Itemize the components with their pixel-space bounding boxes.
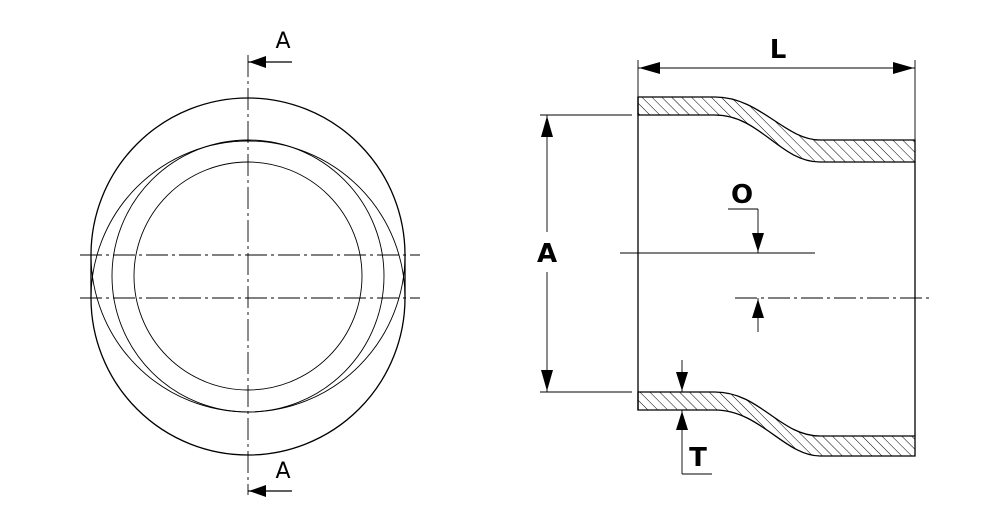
section-label-bottom: A <box>275 459 290 484</box>
dim-a-arrow-bottom <box>541 370 553 391</box>
dim-o-label: O <box>731 180 753 210</box>
section-arrow-bottom-head <box>249 485 266 497</box>
dim-l-arrow-right <box>893 62 914 74</box>
dim-o-arrow-bottom <box>752 299 764 318</box>
top-wall-section <box>637 96 916 163</box>
dim-l-arrow-left <box>639 62 660 74</box>
dim-t-arrow-top <box>676 372 688 391</box>
dim-a-arrow-top <box>541 116 553 137</box>
section-arrow-top-head <box>249 56 266 68</box>
dim-a-label-mask <box>530 232 564 272</box>
dim-l-label: L <box>770 35 787 65</box>
end-view: A A <box>80 29 420 497</box>
dim-a-label: A <box>537 239 557 269</box>
dim-t-label: T <box>689 443 707 473</box>
section-view: L A O T <box>530 35 930 475</box>
bottom-wall-section <box>637 391 916 457</box>
section-label-top: A <box>275 29 290 54</box>
dim-t-arrow-bottom <box>676 411 688 430</box>
dim-o-arrow-top <box>752 233 764 252</box>
